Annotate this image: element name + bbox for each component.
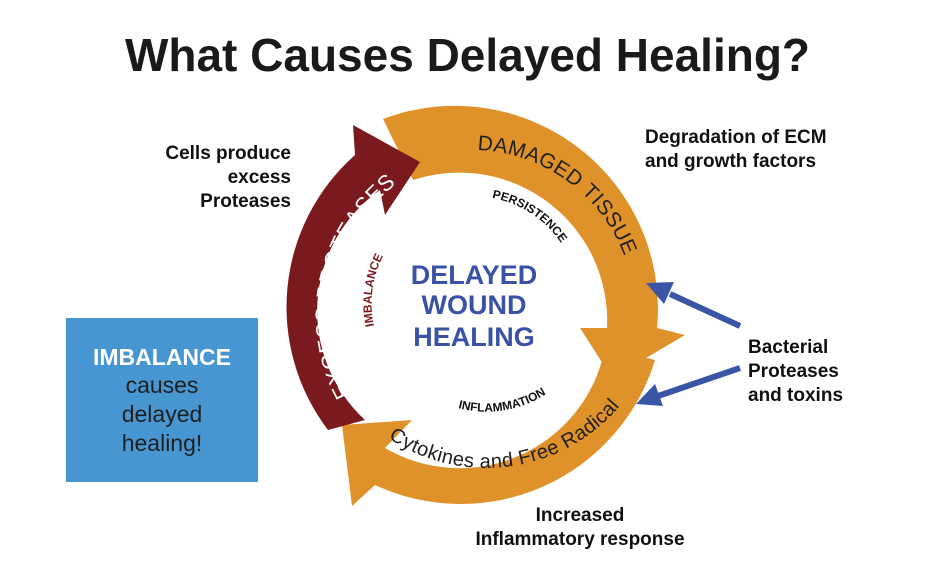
cytokines-arc [342, 348, 655, 506]
inflammation-label: INFLAMMATION [457, 385, 547, 415]
center-line-1: DELAYED [411, 260, 538, 290]
inflammatory-note: Increased Inflammatory response [475, 505, 685, 550]
imbalance-box-heading: IMBALANCE [93, 343, 231, 370]
cells-produce-note: Cells produce excess Proteases [165, 143, 291, 212]
imbalance-callout-box: IMBALANCE causes delayed healing! [66, 318, 258, 482]
svg-text:IMBALANCE: IMBALANCE [361, 251, 386, 328]
svg-text:INFLAMMATION: INFLAMMATION [457, 385, 547, 415]
bacterial-arrow-upper [646, 282, 742, 329]
page-title: What Causes Delayed Healing? [124, 29, 811, 81]
imbalance-box-line: healing! [121, 429, 203, 456]
bacterial-note: Bacterial Proteases and toxins [748, 337, 844, 406]
imbalance-box-line: causes [125, 371, 199, 398]
degradation-note: Degradation of ECM and growth factors [645, 127, 827, 172]
bacterial-arrow-lower [636, 365, 741, 406]
damaged-tissue-arc [383, 105, 685, 378]
center-line-2: WOUND [422, 290, 527, 320]
excess-proteases-arc [286, 125, 420, 430]
imbalance-inner-label: IMBALANCE [361, 251, 386, 328]
imbalance-box-line: delayed [121, 400, 203, 427]
center-line-3: HEALING [413, 322, 535, 352]
